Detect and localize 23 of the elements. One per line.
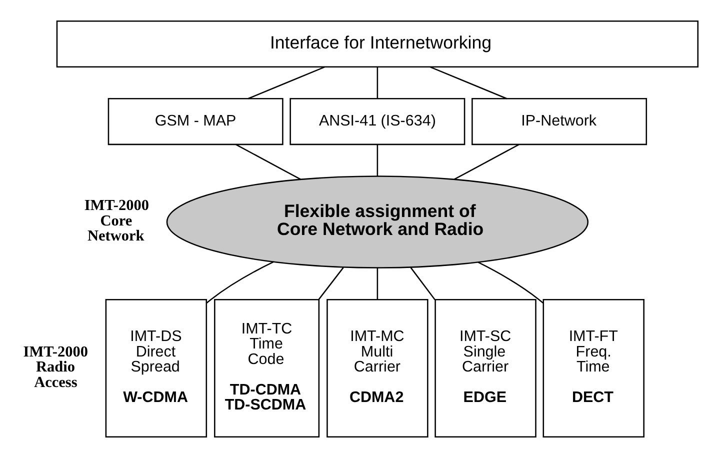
- connector: [318, 267, 344, 300]
- connector: [430, 66, 508, 100]
- node-box: ANSI-41 (IS-634): [290, 98, 466, 146]
- node-box: IMT-DS Direct Spread W-CDMA: [105, 298, 208, 438]
- connector: [454, 144, 520, 180]
- node-ellipse: Flexible assignment of Core Network and Radio: [166, 176, 589, 268]
- node-box: IMT-FT Freq. Time DECT: [542, 298, 644, 438]
- label: IMT-2000 Radio Access: [23, 343, 88, 391]
- node-label: IMT-2000 Core Network: [84, 197, 150, 245]
- node-box: IMT-TC Time Code TD-CDMA TD-SCDMA: [214, 298, 320, 438]
- connector: [248, 66, 326, 100]
- connector: [376, 144, 378, 176]
- connector: [236, 144, 301, 180]
- node-box: IMT-SC Single Carrier EDGE: [434, 298, 536, 438]
- node-box: IMT-MC Multi Carrier CDMA2: [326, 298, 428, 438]
- node-box: Interface for Internetworking: [56, 20, 699, 68]
- connector: [206, 261, 274, 304]
- node-box: GSM - MAP: [108, 98, 284, 146]
- connector: [376, 268, 378, 300]
- connector: [410, 267, 436, 300]
- connector: [376, 66, 378, 98]
- connector: [478, 262, 544, 304]
- node-box: IP-Network: [472, 98, 648, 146]
